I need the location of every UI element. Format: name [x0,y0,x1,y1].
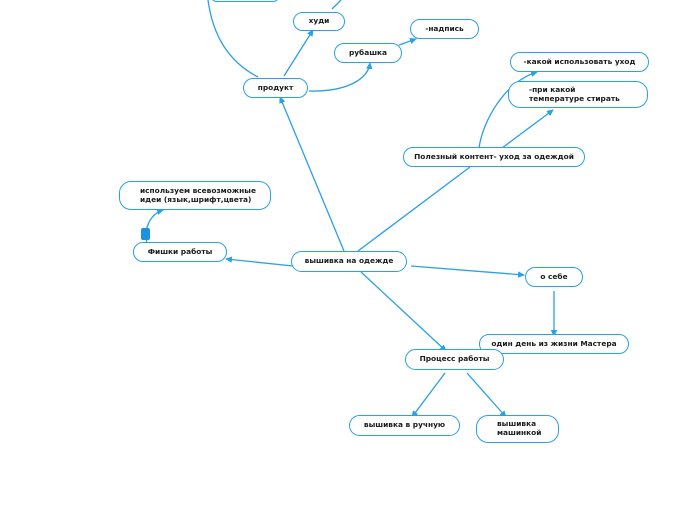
link-process-ruchnuyu [411,372,446,418]
node-fishki[interactable]: Фишки работы [133,242,227,262]
node-ispolzuem[interactable]: используем всевозможные идеи (язык,шрифт… [119,181,271,210]
node-top-cut[interactable] [210,0,280,2]
node-uhod-temp-label: -при какой температуре стирать [529,84,620,103]
node-vyshivka-label: вышивка на одежде [304,256,394,266]
node-ruchnuyu-label: вышивка в ручную [363,420,446,430]
node-produkt-label: продукт [257,82,294,92]
link-vyshivka-produkt [279,96,345,252]
node-hudi[interactable]: худи [293,12,345,31]
link-poleznyi-uhod-kakoi [478,70,538,149]
node-odin-den[interactable]: один день из жизни Мастера [479,334,629,354]
node-uhod-kakoi[interactable]: -какой использовать уход [510,52,649,72]
node-ruchnuyu[interactable]: вышивка в ручную [349,415,460,436]
link-produkt-top [207,0,259,78]
node-poleznyi[interactable]: Полезный контент- уход за одеждой [403,147,585,167]
link-hudi-top [331,0,342,10]
node-odin-den-label: один день из жизни Мастера [491,338,617,348]
node-mashinkoi[interactable]: вышивка машинкой [476,415,559,443]
node-hudi-label: худи [308,16,330,26]
link-vyshivka-fishki [225,256,294,267]
node-poleznyi-label: Полезный контент- уход за одеждой [414,151,574,161]
node-o-sebe-label: о себе [540,271,568,281]
link-produkt-hudi [283,29,314,77]
node-vyshivka[interactable]: вышивка на одежде [291,251,407,272]
node-ispolzuem-label: используем всевозможные идеи (язык,шрифт… [140,185,256,204]
node-rubashka-label: рубашка [348,47,388,57]
node-o-sebe[interactable]: о себе [525,267,583,287]
node-nadpis[interactable]: -надпись [410,19,479,39]
link-produkt-rubashka [308,62,373,92]
node-uhod-temp[interactable]: -при какой температуре стирать [508,81,648,108]
node-uhod-kakoi-label: -какой использовать уход [523,56,636,66]
node-rubashka[interactable]: рубашка [334,43,402,63]
link-vyshivka-o-sebe [410,265,525,278]
node-nadpis-label: -надпись [425,23,464,33]
node-process-label: Процесс работы [419,354,490,364]
link-rubashka-nadpis [398,37,417,46]
link-vyshivka-poleznyi [357,166,471,252]
node-drag-handle[interactable] [141,228,150,240]
link-process-mashinkoi [466,372,507,418]
node-mashinkoi-label: вышивка машинкой [497,419,542,437]
node-produkt[interactable]: продукт [243,78,308,98]
node-process[interactable]: Процесс работы [405,349,504,370]
link-poleznyi-uhod-temp [501,109,554,149]
node-fishki-label: Фишки работы [147,246,213,256]
link-vyshivka-process [360,271,447,352]
